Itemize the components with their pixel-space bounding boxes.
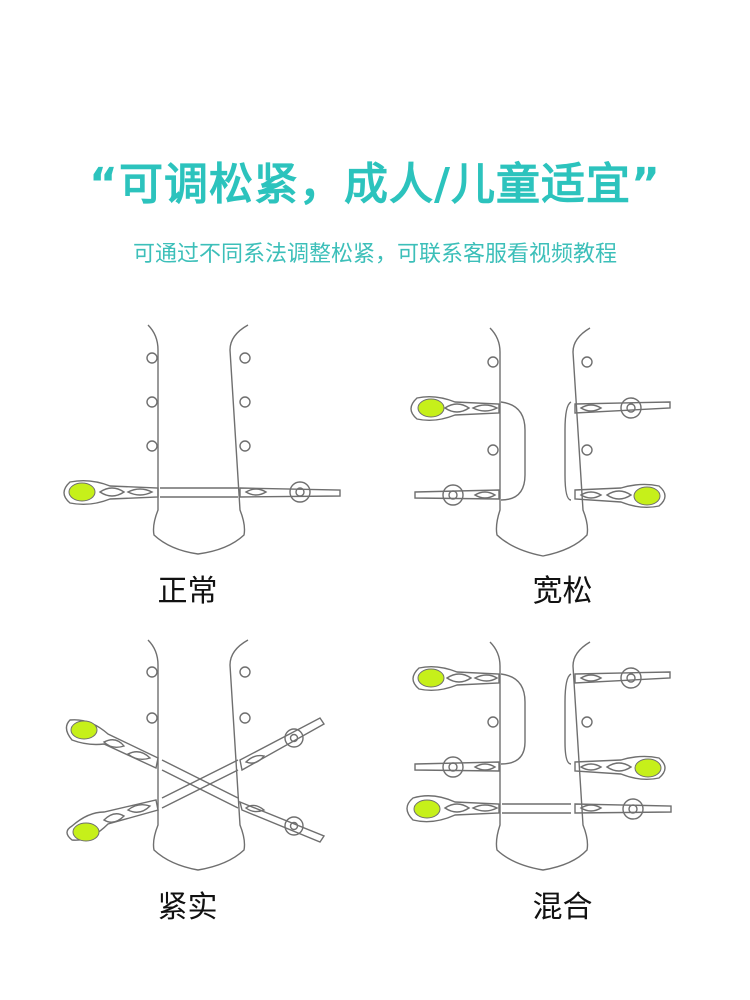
diagram-normal [63, 324, 341, 555]
headline: “可调松紧，成人/儿童适宜” [89, 159, 661, 210]
caption-mixed: 混合 [532, 890, 593, 925]
diagram-tight [65, 639, 326, 871]
caption-tight: 紧实 [157, 890, 218, 925]
panel-mixed: 混合 [375, 630, 750, 970]
panel-tight: 紧实 [0, 630, 375, 970]
diagram-loose [410, 327, 671, 557]
caption-loose: 宽松 [532, 574, 593, 609]
subtitle: 可通过不同系法调整松紧，可联系客服看视频教程 [132, 242, 617, 267]
panel-normal: 正常 [0, 310, 375, 650]
panel-loose: 宽松 [375, 310, 750, 650]
diagram-mixed [406, 641, 672, 871]
caption-normal: 正常 [157, 574, 218, 609]
